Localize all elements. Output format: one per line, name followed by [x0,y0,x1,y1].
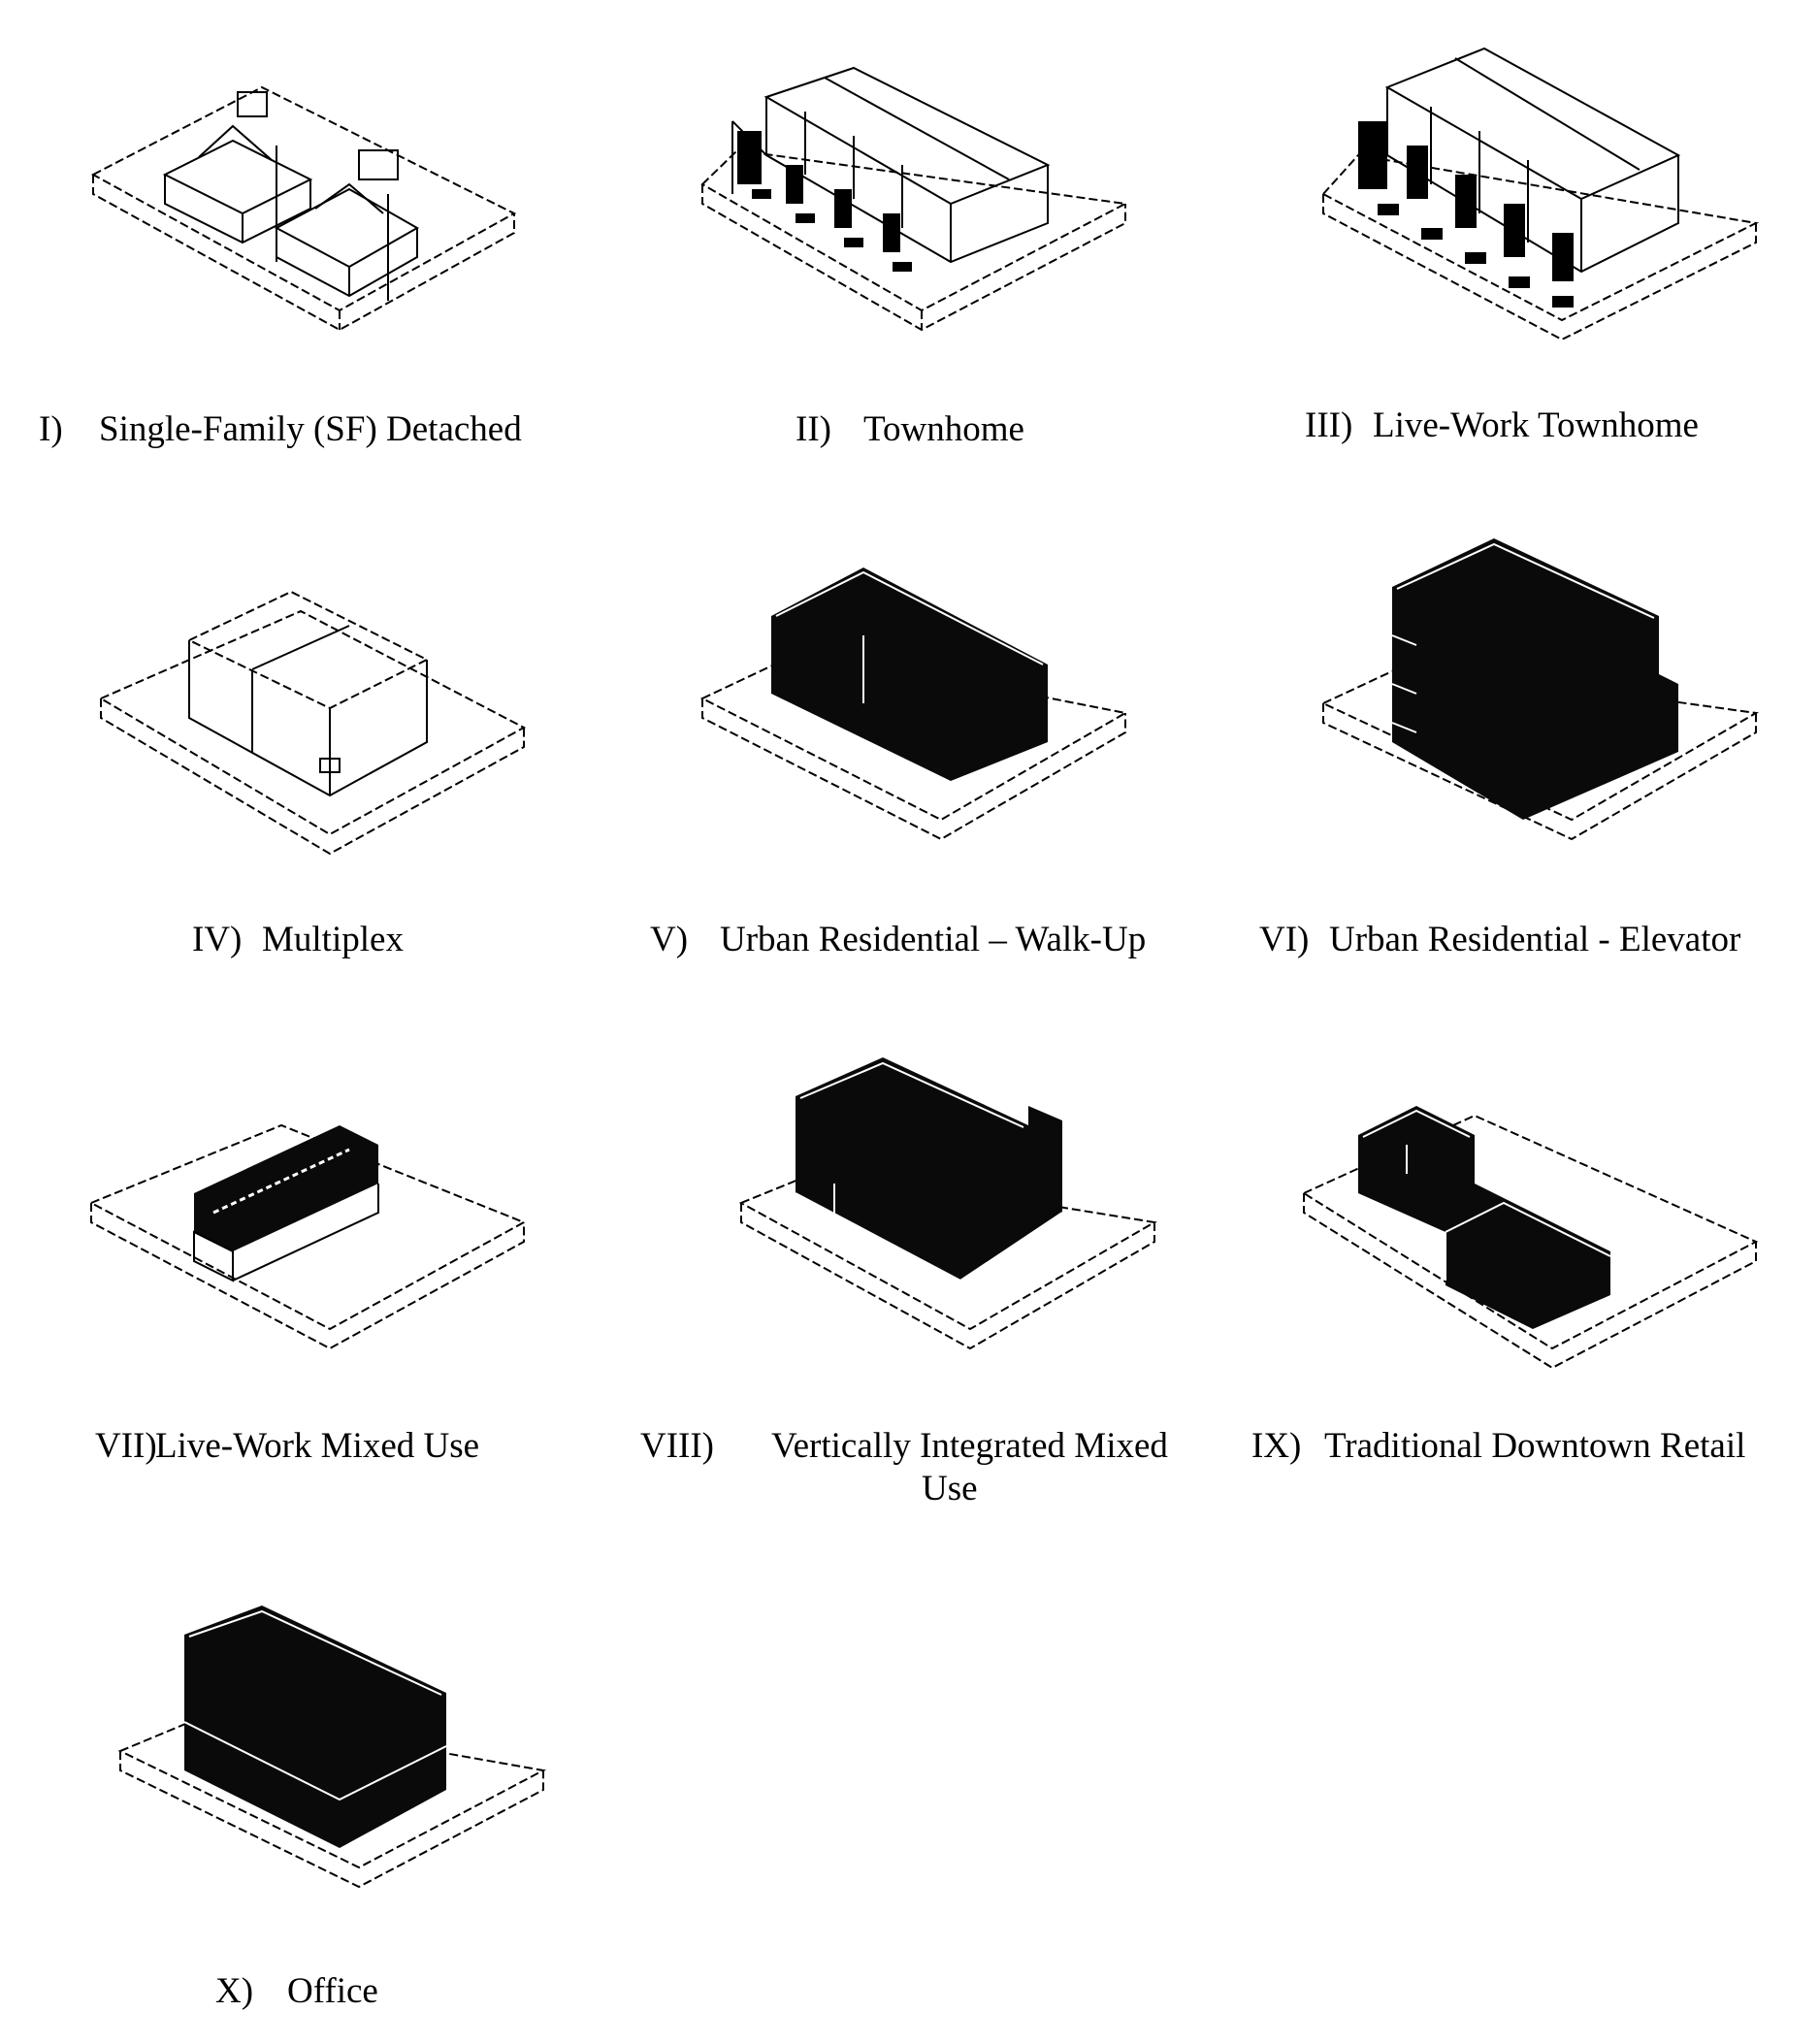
caption-live-work-mixed-use: VII)Live-Work Mixed Use [95,1424,479,1469]
caption-label: Office [287,1971,378,2011]
live-work-townhome-drawing [1319,29,1766,340]
caption-label: Vertically Integrated Mixed [771,1426,1168,1466]
caption-label: Townhome [863,409,1024,449]
caption-label: Live-Work Townhome [1373,406,1699,445]
caption-label: Multiplex [262,920,404,959]
caption-numeral: VI) [1259,920,1310,959]
caption-label: Use [922,1469,978,1509]
live-work-mixed-use-drawing [87,1096,534,1368]
caption-numeral: IX) [1251,1426,1302,1466]
caption-office: X) Office [215,1969,378,2014]
caption-label: Urban Residential – Walk-Up [720,920,1147,959]
caption-numeral: IV) [192,920,243,959]
caption-townhome: II) Townhome [796,407,1024,452]
caption-urban-walkup: V) Urban Residential – Walk-Up [650,918,1146,962]
caption-numeral: V) [650,920,689,959]
caption-numeral: X) [215,1971,254,2011]
office-drawing [116,1596,553,1897]
vertical-mixed-use-drawing [737,1048,1164,1358]
townhome-drawing [698,58,1135,340]
multiplex-drawing [97,572,534,863]
caption-vertical-mixed-use-line2: Use [922,1467,978,1511]
single-family-drawing [87,68,534,349]
caption-vertical-mixed-use: VIII) Vertically Integrated Mixed [640,1424,1168,1469]
caption-numeral: III) [1305,406,1353,445]
caption-label: Single-Family (SF) Detached [99,409,522,449]
caption-multiplex: IV) Multiplex [192,918,404,962]
caption-urban-elevator: VI) Urban Residential - Elevator [1259,918,1740,962]
downtown-retail-drawing [1300,1077,1766,1368]
caption-live-work-townhome: III) Live-Work Townhome [1305,404,1699,448]
caption-downtown-retail: IX) Traditional Downtown Retail [1251,1424,1745,1469]
caption-label: Live-Work Mixed Use [155,1426,480,1466]
urban-elevator-drawing [1319,529,1766,849]
caption-numeral: I) [39,409,63,449]
caption-label: Urban Residential - Elevator [1329,920,1741,959]
caption-numeral: II) [796,409,831,449]
caption-numeral: VIII) [640,1426,715,1466]
caption-single-family: I) Single-Family (SF) Detached [39,407,522,452]
caption-label: Traditional Downtown Retail [1324,1426,1746,1466]
caption-numeral: VII) [95,1426,157,1466]
urban-walkup-drawing [698,558,1135,849]
